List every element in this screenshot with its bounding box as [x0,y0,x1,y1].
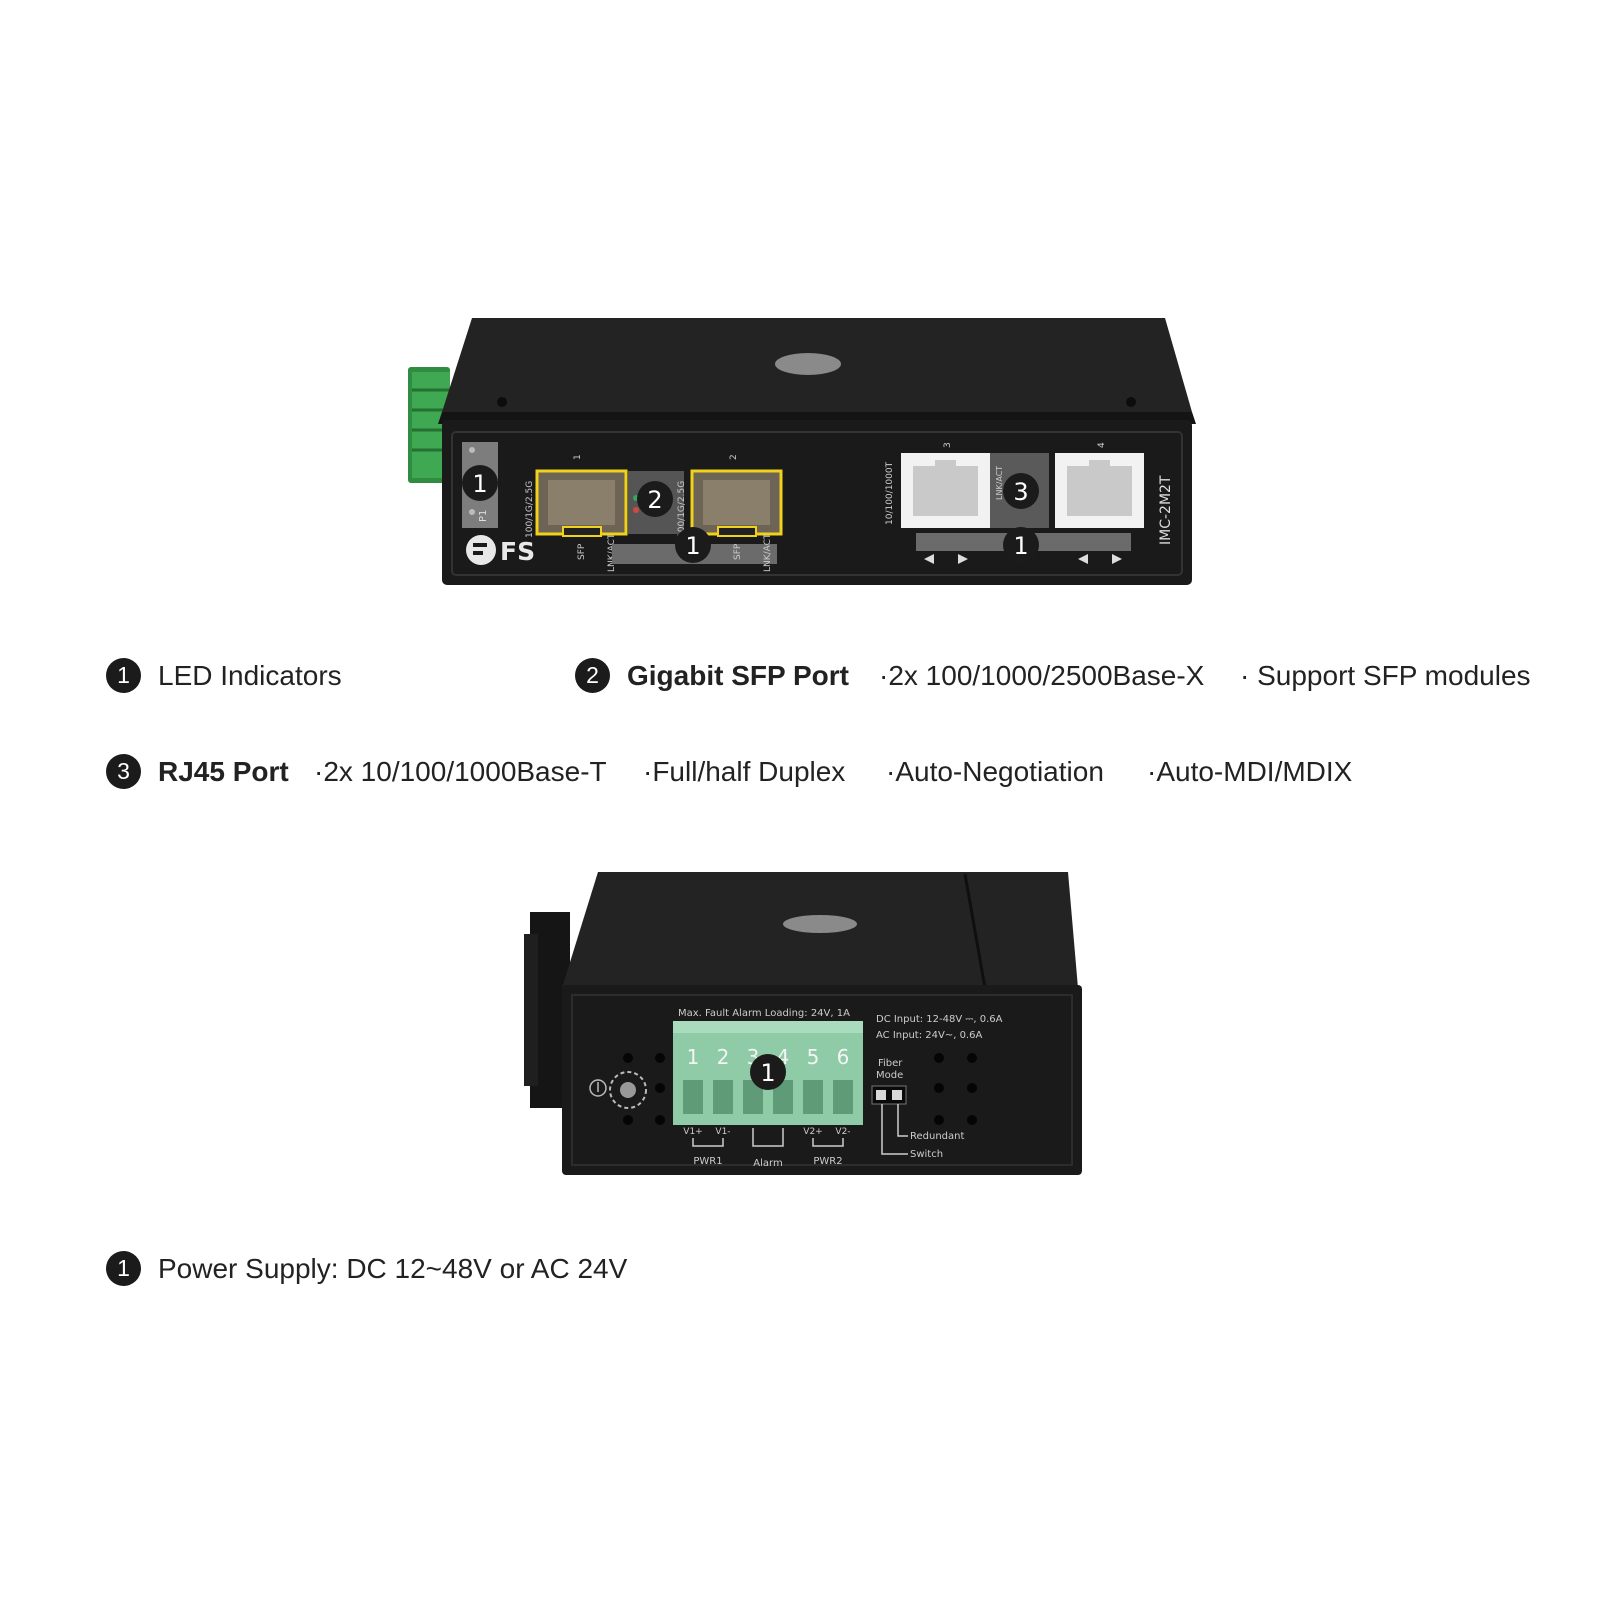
svg-text:1: 1 [685,532,700,560]
legend-sfp-spec-1: ·2x 100/1000/2500Base-X [879,660,1205,691]
svg-text:V1+: V1+ [683,1127,702,1137]
front-device-illustration: P1 FS 100/1G/2.5G 1 SFP 100/1G/2.5G LNK/… [408,318,1196,585]
top-logo-mark [775,353,841,375]
fiber-mode-label-2: Mode [876,1070,903,1081]
legend-power-supply: Power Supply: DC 12~48V or AC 24V [158,1253,628,1284]
callout-sfp-led-1: 1 [675,527,711,563]
svg-text:V1-: V1- [715,1127,730,1137]
fs-logo-text: FS [500,537,535,566]
svg-text:2: 2 [647,486,662,514]
vent-holes-left [623,1053,665,1125]
svg-text:1: 1 [687,1045,700,1069]
legend-rj45-title: RJ45 Port [158,756,289,787]
lnk-act-label-3: LNK/ACT [995,466,1004,500]
sfp-port-number-1: 1 [573,454,583,460]
legend-rj45-spec-2: ·Full/half Duplex [643,756,846,787]
switch-label: Switch [910,1149,943,1160]
svg-text:1: 1 [472,470,487,498]
sfp-speed-label-1: 100/1G/2.5G [525,481,535,538]
legend-rj45-spec-4: ·Auto-MDI/MDIX [1147,756,1353,787]
pwr1-label: PWR1 [693,1156,722,1167]
callout-sfp-2: 2 [637,481,673,517]
ground-screw-icon [589,1071,647,1109]
sfp-port-number-2: 2 [729,454,739,460]
svg-text:1: 1 [760,1059,775,1087]
fiber-mode-label-1: Fiber [878,1058,903,1069]
legend-badge-3: 3 [106,754,141,789]
sfp-speed-label-2: 100/1G/2.5G [677,481,687,538]
rj45-port-number-4: 4 [1097,442,1107,448]
lnk-act-label-2: LNK/ACT [763,533,773,572]
legend-badge-power: 1 [106,1251,141,1286]
rj45-speed-label: 10/100/1000T [885,461,895,525]
svg-text:6: 6 [837,1045,850,1069]
led-label: P1 [478,510,489,522]
fs-logo-icon [466,535,496,565]
rj45-port-number-3: 3 [943,442,953,448]
callout-led-1: 1 [462,465,498,501]
redundant-label: Redundant [910,1131,964,1142]
pwr2-label: PWR2 [813,1156,842,1167]
sfp-label-2: SFP [733,543,743,560]
svg-text:3: 3 [1013,478,1028,506]
callout-rj45-3: 3 [1003,473,1039,509]
legend-rj45-spec-1: ·2x 10/100/1000Base-T [314,756,607,787]
legend-sfp-title: Gigabit SFP Port [627,660,849,691]
sfp-label-1: SFP [577,543,587,560]
callout-power-1: 1 [750,1054,786,1090]
model-label: IMC-2M2T [1158,475,1174,545]
legend-led-indicators: LED Indicators [158,660,342,691]
svg-text:V2-: V2- [835,1127,850,1137]
svg-text:5: 5 [807,1045,820,1069]
callout-rj45-led-1: 1 [1003,527,1039,563]
legend-rj45-spec-3: ·Auto-Negotiation [886,756,1104,787]
svg-text:2: 2 [717,1045,730,1069]
terminal-sub-labels: V1+ V1- V2+ V2- [683,1127,850,1137]
legend-badge-1: 1 [106,658,141,693]
ac-input-label: AC Input: 24V~, 0.6A [876,1030,982,1041]
svg-text:V2+: V2+ [803,1127,822,1137]
alarm-label: Alarm [753,1158,782,1169]
legend-sfp-spec-2: · Support SFP modules [1240,660,1531,691]
alarm-loading-label: Max. Fault Alarm Loading: 24V, 1A [678,1008,850,1019]
svg-text:1: 1 [1013,532,1028,560]
dc-input-label: DC Input: 12-48V ⎓, 0.6A [876,1014,1003,1025]
legend-badge-2: 2 [575,658,610,693]
rear-top-logo-mark [783,915,857,933]
vent-holes-right [934,1053,977,1125]
